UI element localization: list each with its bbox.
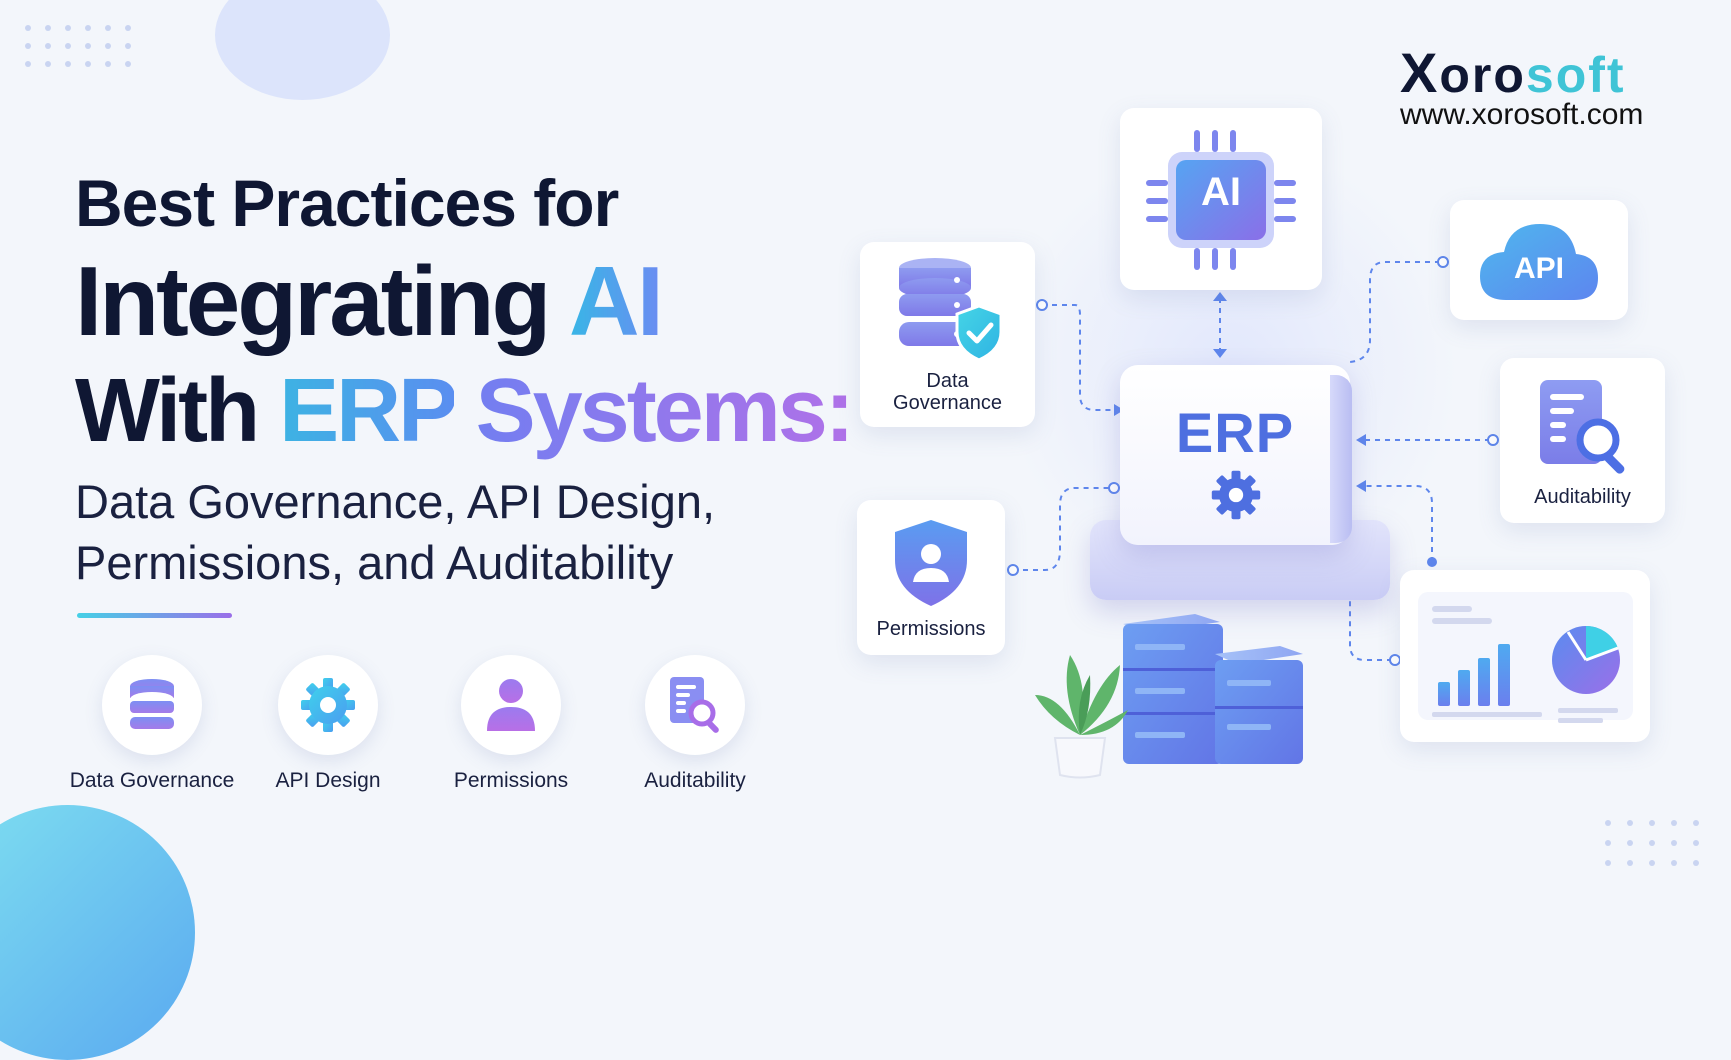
- headline-line-1: Best Practices for: [75, 166, 619, 240]
- headline-line-3: With ERP Systems:: [75, 360, 855, 463]
- headline-divider: [77, 613, 232, 618]
- server-rack-icon: [1123, 614, 1303, 764]
- auditability-card[interactable]: Auditability: [1500, 358, 1665, 523]
- feature-label: API Design: [275, 769, 381, 792]
- subtitle-line-1: Data Governance, API Design,: [75, 475, 716, 528]
- feature-auditability[interactable]: Auditability: [605, 655, 785, 793]
- brand-logo-oro: oro: [1439, 47, 1526, 103]
- decorative-dots-bottom-right: [1605, 820, 1699, 866]
- feature-label: Permissions: [453, 769, 569, 792]
- brand-logo-x: X: [1400, 41, 1440, 104]
- feature-label: Auditability: [644, 769, 746, 792]
- erp-hub[interactable]: ERP: [1120, 365, 1350, 545]
- ai-chip-label: AI: [1201, 170, 1241, 214]
- document-search-icon: [645, 655, 745, 755]
- permissions-card[interactable]: Permissions: [857, 500, 1005, 655]
- decorative-circle-top: [215, 0, 390, 100]
- brand-logo[interactable]: Xorosoft: [1400, 40, 1626, 105]
- api-card[interactable]: API: [1450, 200, 1628, 320]
- headline-integrating: Integrating: [75, 246, 569, 356]
- erp-hub-side: [1330, 375, 1352, 543]
- data-governance-label-1: Data: [926, 370, 969, 392]
- api-cloud-label: API: [1513, 252, 1564, 285]
- feature-api-design[interactable]: API Design: [238, 655, 418, 793]
- cloud-icon: [1480, 224, 1598, 300]
- headline-with: With: [75, 361, 280, 461]
- document-search-icon: [1540, 380, 1625, 474]
- permissions-label: Permissions: [876, 618, 986, 640]
- feature-data-governance[interactable]: Data Governance: [62, 655, 242, 793]
- ai-card[interactable]: AI: [1120, 108, 1322, 290]
- headline-line-2: Integrating AI: [75, 245, 664, 358]
- feature-permissions[interactable]: Permissions: [421, 655, 601, 793]
- auditability-label: Auditability: [1534, 486, 1631, 508]
- database-shield-icon: [899, 258, 1003, 362]
- diagram-connectors: [1007, 256, 1499, 666]
- headline-systems: Systems:: [453, 361, 855, 461]
- plant-icon: [1035, 655, 1128, 779]
- analytics-dashboard-card[interactable]: [1400, 570, 1650, 742]
- decorative-dots-top-left: [25, 25, 131, 67]
- erp-gear-icon: [1211, 470, 1261, 520]
- gear-icon: [278, 655, 378, 755]
- user-shield-icon: [895, 520, 967, 606]
- database-icon: [102, 655, 202, 755]
- dashboard-chart-icon: [1432, 606, 1620, 723]
- erp-label: ERP: [1175, 401, 1295, 464]
- feature-label: Data Governance: [69, 769, 235, 792]
- brand-url[interactable]: www.xorosoft.com: [1400, 98, 1644, 131]
- data-governance-label-2: Governance: [893, 392, 1002, 414]
- brand-logo-soft: soft: [1525, 47, 1626, 103]
- headline-ai: AI: [568, 246, 664, 356]
- data-governance-card[interactable]: Data Governance: [860, 242, 1035, 427]
- headline-erp: ERP: [279, 361, 456, 461]
- subtitle-line-2: Permissions, and Auditability: [75, 536, 674, 589]
- user-icon: [461, 655, 561, 755]
- ai-chip-icon: [1146, 130, 1296, 270]
